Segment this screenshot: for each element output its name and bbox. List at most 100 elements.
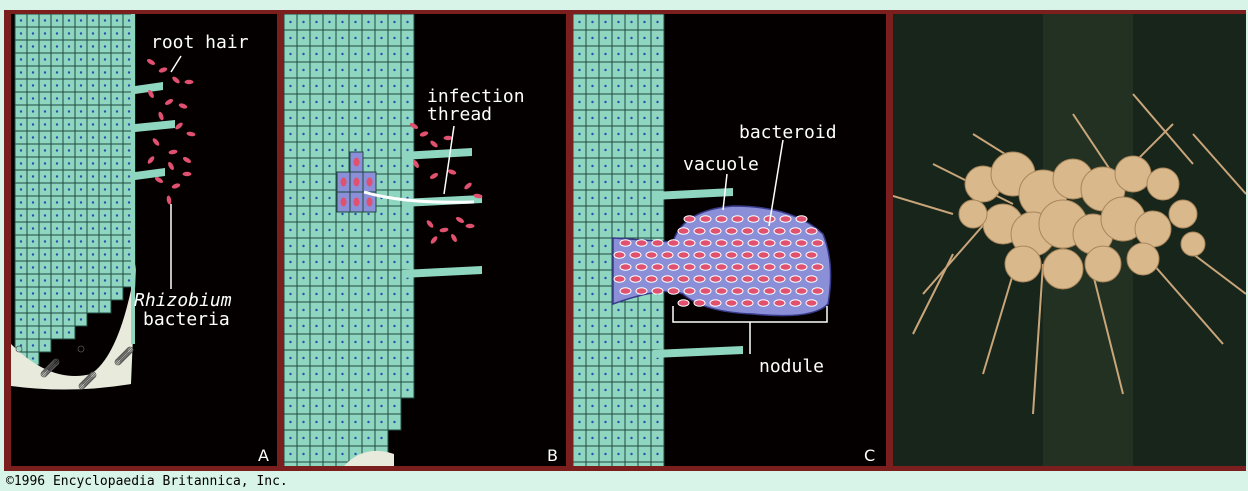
- bacteroid: [630, 276, 641, 282]
- root-cells-a: [15, 14, 135, 365]
- root-nodule: [1147, 168, 1179, 200]
- bacteroid: [726, 252, 737, 258]
- panel-c: bacteroid vacuole nodule C: [573, 14, 886, 466]
- bacterium: [429, 139, 439, 148]
- bacteroid: [716, 240, 727, 246]
- bacteroid: [742, 300, 753, 306]
- nodule-label: nodule: [759, 358, 824, 376]
- bacteroid: [758, 252, 769, 258]
- bacteroid: [748, 240, 759, 246]
- bacteria-label: bacteria: [143, 311, 230, 329]
- bacteroid: [694, 300, 705, 306]
- bacterium: [429, 235, 438, 245]
- bacteroid: [710, 276, 721, 282]
- root-nodule: [1085, 246, 1121, 282]
- panel-a-illustration: [11, 14, 277, 466]
- bacteroid: [700, 216, 711, 222]
- bacterium: [171, 75, 181, 84]
- bacteroid: [790, 300, 801, 306]
- bacterium: [168, 149, 178, 155]
- bacterium: [182, 156, 192, 164]
- bacterium: [178, 102, 188, 109]
- bacteroid: [726, 276, 737, 282]
- bacterium: [146, 155, 155, 165]
- bacteroid: [652, 288, 663, 294]
- bacteroid: [748, 288, 759, 294]
- bacteroid: [748, 216, 759, 222]
- bacteroid: [758, 228, 769, 234]
- bacterium: [429, 172, 439, 180]
- bacteroid: [796, 216, 807, 222]
- bacteroid: [646, 252, 657, 258]
- bacterium: [419, 130, 429, 137]
- bacteroid: [662, 276, 673, 282]
- root-cells-b: [284, 14, 414, 466]
- panel-c-illustration: [573, 14, 886, 466]
- bacteroid: [732, 216, 743, 222]
- bacteroid-b: [354, 158, 360, 167]
- bacteroid: [684, 216, 695, 222]
- root-nodule: [1181, 232, 1205, 256]
- root-hair-c1: [653, 188, 733, 200]
- bacteroid: [678, 276, 689, 282]
- bacterium: [171, 182, 181, 189]
- bacteroid: [668, 288, 679, 294]
- bacteroid-b: [341, 178, 347, 187]
- bacteroid: [646, 276, 657, 282]
- bacteroid: [668, 264, 679, 270]
- bacteroid: [694, 228, 705, 234]
- bacteroid: [620, 288, 631, 294]
- bacteroid: [684, 240, 695, 246]
- bacteroid: [764, 264, 775, 270]
- bacteroid: [780, 240, 791, 246]
- bacteroid: [780, 264, 791, 270]
- panel-b-illustration: [284, 14, 566, 466]
- thread-label: thread: [427, 106, 492, 124]
- root-hair-2: [135, 120, 175, 132]
- bacteroid: [774, 228, 785, 234]
- bacteroid: [614, 276, 625, 282]
- vacuole-label: vacuole: [683, 156, 759, 174]
- bacteroid: [774, 276, 785, 282]
- root-hair-pointer: [171, 56, 181, 72]
- bacteroid: [716, 216, 727, 222]
- bacteroid: [796, 264, 807, 270]
- bacteroid: [678, 228, 689, 234]
- root-nodule: [959, 200, 987, 228]
- bacteroid: [732, 240, 743, 246]
- bacteroid: [678, 252, 689, 258]
- bacteroid: [774, 252, 785, 258]
- bacteroid-b: [367, 178, 373, 187]
- root-nodule: [1005, 246, 1041, 282]
- bacteroid: [742, 228, 753, 234]
- bacteroid: [726, 228, 737, 234]
- bacteroid: [742, 276, 753, 282]
- panel-label-b: B: [547, 446, 558, 465]
- bacteroid-b: [367, 198, 373, 207]
- bacteroid-label: bacteroid: [739, 124, 837, 142]
- bacterium: [186, 131, 196, 137]
- bacteroid: [716, 288, 727, 294]
- bacterium: [151, 137, 160, 147]
- bacteroid: [684, 264, 695, 270]
- bacteroid: [652, 240, 663, 246]
- bacterium: [167, 161, 175, 171]
- bacteroid: [630, 252, 641, 258]
- bacteroid: [812, 264, 823, 270]
- bacteroid: [806, 300, 817, 306]
- panel-b: infection thread B: [284, 14, 566, 466]
- root-nodule: [1043, 249, 1083, 289]
- bacterium: [425, 219, 434, 229]
- bacterium: [450, 233, 458, 243]
- bacteroid: [796, 288, 807, 294]
- bacteroid: [796, 240, 807, 246]
- panel-a: root hair Rhizobium bacteria A: [11, 14, 277, 466]
- root-nodule-photo: [893, 14, 1246, 466]
- bacteroid: [694, 252, 705, 258]
- bacterium: [466, 224, 475, 228]
- bacteroid-b: [354, 198, 360, 207]
- bacteroid: [742, 252, 753, 258]
- bacteroid: [700, 264, 711, 270]
- bacteroid: [620, 240, 631, 246]
- panel-label-a: A: [258, 446, 269, 465]
